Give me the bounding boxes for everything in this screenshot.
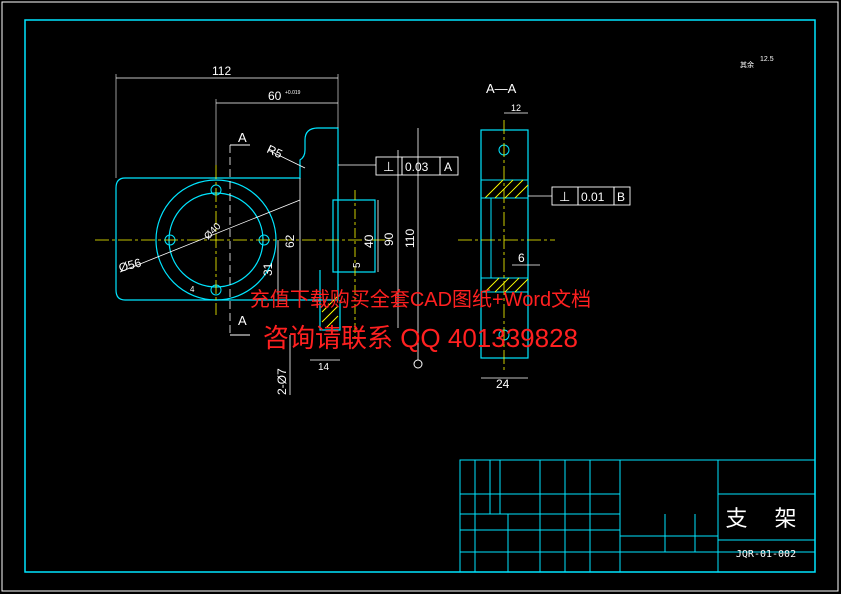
dim-31-text: 31 xyxy=(261,262,275,276)
dim-60-tol-text: +0.019 xyxy=(285,90,301,96)
section-label-bottom: A xyxy=(238,313,247,328)
dim-112-text: 112 xyxy=(212,64,231,78)
tolerance-frame-b: ⊥ 0.01 B xyxy=(551,186,631,206)
dim-bore-text: Ø40 xyxy=(202,221,223,242)
surface-finish-value: 12.5 xyxy=(760,56,774,63)
watermark-line-1: 充值下载购买全套CAD图纸+Word文档 xyxy=(249,289,592,311)
dim-14-text: 14 xyxy=(318,362,330,373)
side-dim-6-text: 6 xyxy=(518,251,525,265)
tol-a-symbol: ⊥ xyxy=(383,159,394,174)
tol-b-datum: B xyxy=(617,190,625,204)
drawing-code: JQR-01-002 xyxy=(735,548,797,560)
side-hatch-upper-lines xyxy=(484,179,529,199)
dim-r5-text: R5 xyxy=(265,142,285,161)
dim-chamfer-text: 4 xyxy=(190,285,195,294)
section-view-label: A—A xyxy=(486,81,517,96)
boss-slot xyxy=(332,199,376,273)
tol-b-symbol: ⊥ xyxy=(559,189,570,204)
side-dim-24-text: 24 xyxy=(496,377,510,391)
dim-40-text: 40 xyxy=(362,234,376,248)
tolerance-frame-a: ⊥ 0.03 A xyxy=(375,156,459,176)
front-view-body xyxy=(115,127,339,301)
dim-60-text: 60 xyxy=(268,89,282,103)
dim-62-text: 62 xyxy=(283,234,297,248)
side-dim-12-text: 12 xyxy=(511,103,521,113)
boss-lower xyxy=(319,270,341,331)
dim-pcd-text: Ø56 xyxy=(117,255,143,274)
dim-110-text: 110 xyxy=(403,229,417,248)
tol-b-value: 0.01 xyxy=(581,190,605,204)
dim-2-7-text: 2-Ø7 xyxy=(275,368,289,395)
dim-pcd-leader xyxy=(119,199,301,273)
inner-border xyxy=(24,19,816,573)
datum-marker xyxy=(413,359,423,369)
tol-a-datum: A xyxy=(444,160,452,174)
dim-5-text: 5 xyxy=(352,262,363,268)
side-hatch-lower xyxy=(480,277,529,293)
side-slot xyxy=(480,197,492,279)
side-hatch-upper xyxy=(480,179,529,199)
hatch-front xyxy=(321,295,339,329)
surface-finish-label: 其余 xyxy=(740,60,754,69)
tol-a-value: 0.03 xyxy=(405,160,429,174)
watermark-line-2: 咨询请联系 QQ 401339828 xyxy=(262,323,579,353)
dim-r5-leader xyxy=(267,149,306,169)
title-block xyxy=(459,459,816,573)
part-name: 支 架 xyxy=(725,507,807,532)
side-hatch-lower-lines xyxy=(484,277,529,293)
dim-90-text: 90 xyxy=(382,232,396,246)
section-label-top: A xyxy=(238,130,247,145)
